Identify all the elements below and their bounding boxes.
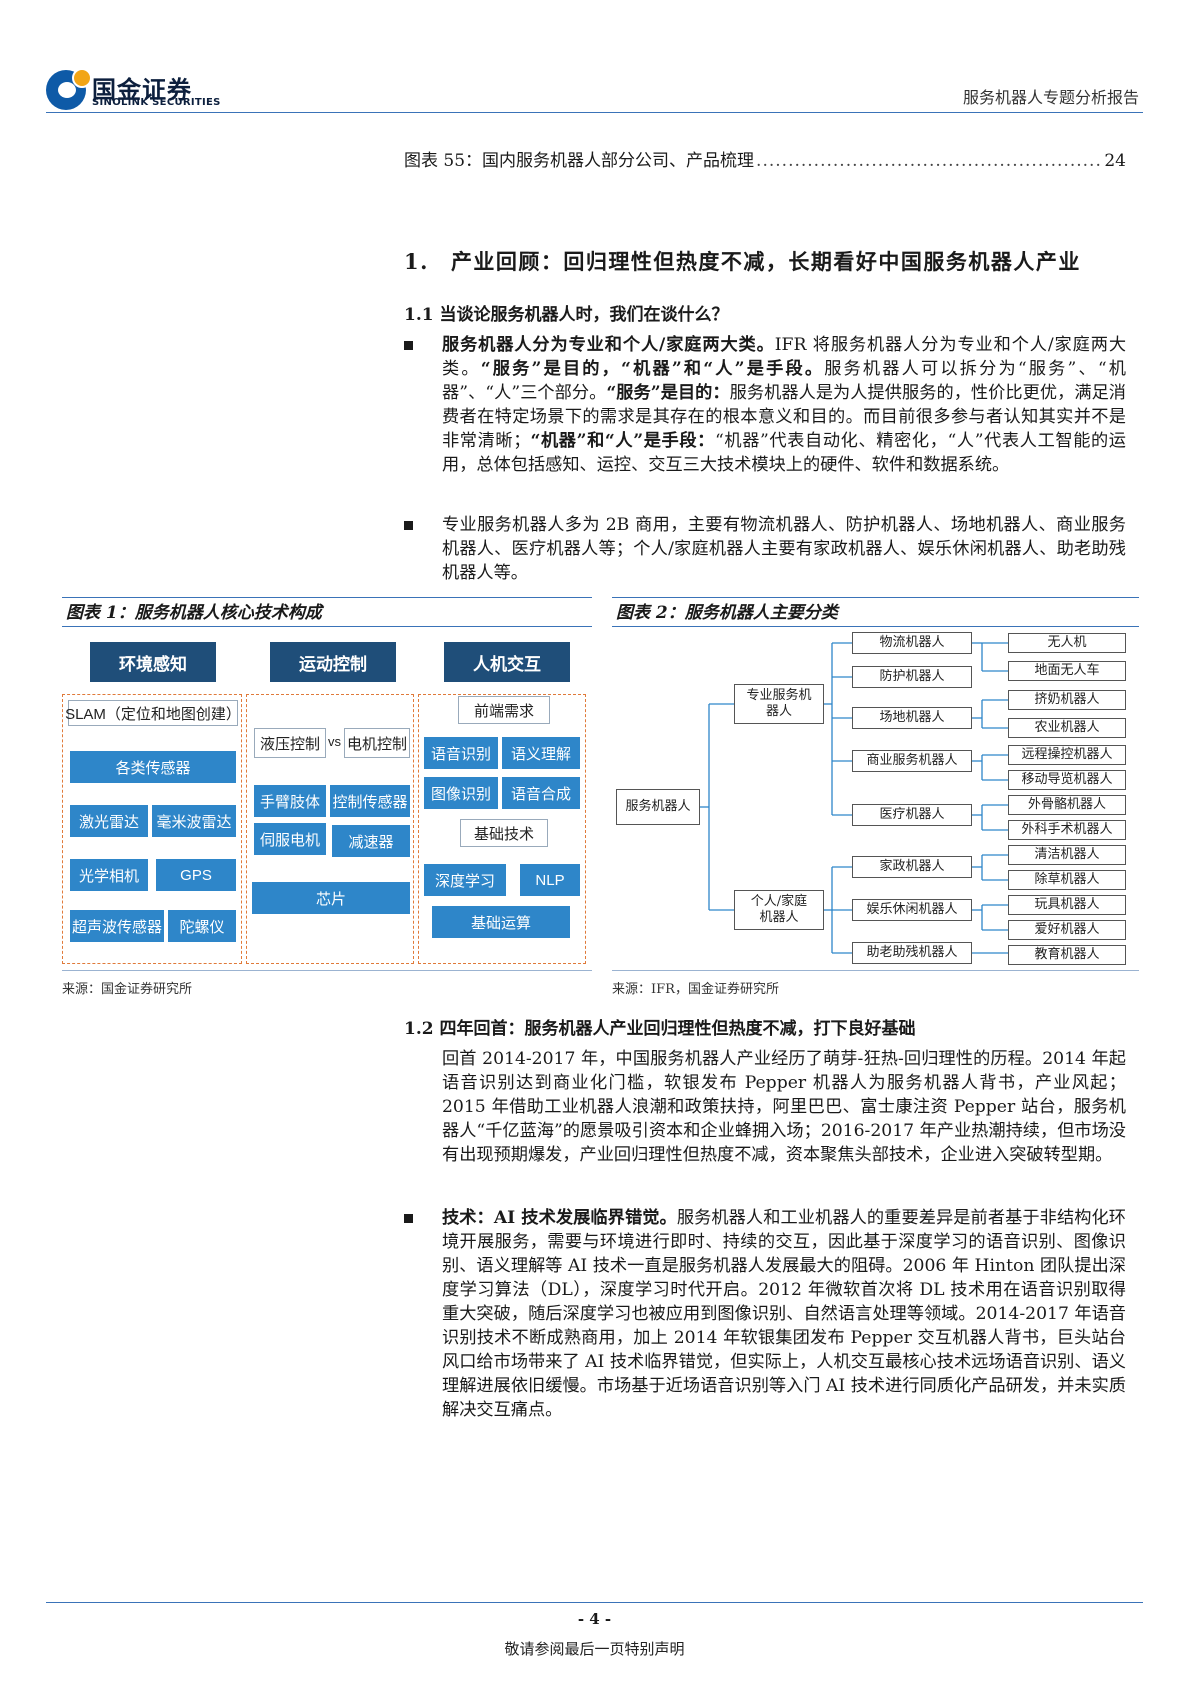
paragraph-review: 回首 2014-2017 年，中国服务机器人产业经历了萌芽-狂热-回归理性的历程…: [442, 1049, 1126, 1165]
fig1-column-motion-control: [246, 694, 414, 964]
fig2-leaf-surgical: 外科手术机器人: [1008, 820, 1126, 840]
bullet-professional-vs-personal: 专业服务机器人多为 2B 商用，主要有物流机器人、防护机器人、场地机器人、商业服…: [404, 513, 1126, 585]
fig1-ultrasonic-sensor: 超声波传感器: [70, 910, 164, 942]
fig2-leaf-mowing: 除草机器人: [1008, 870, 1126, 890]
fig2-leaf-exoskeleton: 外骨骼机器人: [1008, 795, 1126, 815]
fig2-root: 服务机器人: [616, 789, 700, 825]
fig2-connector-lines: [700, 642, 1008, 954]
figure-1-diagram: 环境感知 SLAM（定位和地图创建） 各类传感器 激光雷达 毫米波雷达 光学相机…: [62, 627, 592, 967]
fig1-mmwave-radar: 毫米波雷达: [152, 805, 236, 837]
figure-2-source: 来源：IFR，国金证券研究所: [612, 982, 779, 997]
fig1-deep-learning: 深度学习: [424, 864, 506, 896]
fig2-leaf-ugv: 地面无人车: [1008, 661, 1126, 681]
fig2-leaf-milking: 挤奶机器人: [1008, 690, 1126, 710]
fig2-medical-robot: 医疗机器人: [852, 804, 972, 826]
figure-2-caption: 图表 2：服务机器人主要分类: [612, 597, 1139, 627]
fig1-hydraulic-control: 液压控制: [254, 728, 326, 758]
fig1-frontend-needs: 前端需求: [458, 696, 550, 724]
header-rule: [46, 112, 1143, 113]
figure-2-bottom-rule: [612, 970, 1139, 971]
footer-rule: [46, 1602, 1143, 1603]
toc-entry-title: 图表 55：国内服务机器人部分公司、产品梳理: [404, 151, 755, 171]
fig2-professional: 专业服务机 器人: [734, 684, 824, 724]
fig2-leaf-toy: 玩具机器人: [1008, 895, 1126, 915]
fig1-control-sensor: 控制传感器: [330, 785, 410, 817]
fig2-protection-robot: 防护机器人: [852, 666, 972, 688]
fig2-leaf-agriculture: 农业机器人: [1008, 718, 1126, 738]
bullet-lead: 技术：AI 技术发展临界错觉。: [442, 1208, 677, 1228]
toc-entry-page: 24: [1104, 151, 1126, 171]
fig2-commercial-service-robot: 商业服务机器人: [852, 750, 972, 772]
bullet-square-icon: [404, 1214, 413, 1223]
fig2-leaf-hobby: 爱好机器人: [1008, 920, 1126, 940]
logo-name-en: SINOLINK SECURITIES: [92, 97, 221, 108]
fig1-column-perception: [62, 694, 242, 964]
fig1-gyroscope: 陀螺仪: [168, 910, 236, 942]
figure-2-diagram: 服务机器人 专业服务机 器人 个人/家庭 机器人 物流机器人 防护机器人 场地机…: [612, 627, 1139, 967]
fig1-chip: 芯片: [252, 882, 410, 914]
page-number: - 4 -: [577, 1610, 612, 1628]
fig1-nlp: NLP: [520, 864, 580, 896]
fig1-vs-label: vs: [328, 734, 341, 749]
fig2-domestic-robot: 家政机器人: [852, 856, 972, 878]
fig2-elderly-assist-robot: 助老助残机器人: [852, 942, 972, 964]
fig1-slam: SLAM（定位和地图创建）: [65, 700, 241, 726]
fig2-logistics-robot: 物流机器人: [852, 632, 972, 654]
fig1-sensors: 各类传感器: [70, 751, 236, 783]
fig1-column-hci: [418, 694, 586, 964]
fig1-header-perception: 环境感知: [90, 642, 216, 682]
fig2-field-robot: 场地机器人: [852, 707, 972, 729]
fig1-optical-camera: 光学相机: [70, 859, 148, 891]
bullet-lead: 服务机器人分为专业和个人/家庭两大类。: [442, 335, 775, 355]
fig1-gps: GPS: [156, 859, 236, 891]
bullet-square-icon: [404, 341, 413, 350]
fig1-arm-limb: 手臂肢体: [254, 785, 326, 817]
bullet-text: 技术：AI 技术发展临界错觉。服务机器人和工业机器人的重要差异是前者基于非结构化…: [442, 1208, 1126, 1420]
fig1-motor-control: 电机控制: [344, 728, 410, 758]
section-number: 1.: [404, 249, 429, 274]
fig2-entertainment-robot: 娱乐休闲机器人: [852, 899, 972, 921]
section-title: 产业回顾：回归理性但热度不减，长期看好中国服务机器人产业: [450, 249, 1081, 274]
fig1-reducer: 减速器: [332, 825, 410, 857]
logo-name-cn: 国金证券: [92, 76, 192, 104]
bullet-square-icon: [404, 521, 413, 530]
fig1-basic-tech: 基础技术: [460, 819, 548, 847]
fig1-header-hci: 人机交互: [444, 642, 570, 682]
fig1-lidar: 激光雷达: [70, 805, 148, 837]
fig1-speech-recognition: 语音识别: [424, 737, 498, 769]
fig2-personal: 个人/家庭 机器人: [734, 890, 824, 930]
subsection-1-2-heading: 1.2 四年回首：服务机器人产业回归理性但热度不减，打下良好基础: [404, 1019, 916, 1039]
fig1-image-recognition: 图像识别: [424, 777, 498, 809]
bullet-text: 专业服务机器人多为 2B 商用，主要有物流机器人、防护机器人、场地机器人、商业服…: [442, 515, 1126, 583]
figure-1-caption: 图表 1：服务机器人核心技术构成: [62, 597, 592, 627]
fig2-leaf-telepresence: 远程操控机器人: [1008, 745, 1126, 765]
bullet-ai-tech: 技术：AI 技术发展临界错觉。服务机器人和工业机器人的重要差异是前者基于非结构化…: [404, 1206, 1126, 1446]
figure-1-source: 来源：国金证券研究所: [62, 982, 193, 997]
fig2-leaf-education: 教育机器人: [1008, 945, 1126, 965]
fig1-semantic-understanding: 语义理解: [502, 737, 580, 769]
logo-icon: [46, 68, 92, 110]
bullet-text: 服务机器人分为专业和个人/家庭两大类。IFR 将服务机器人分为专业和个人/家庭两…: [442, 335, 1127, 475]
bullet-service-robot-types: 服务机器人分为专业和个人/家庭两大类。IFR 将服务机器人分为专业和个人/家庭两…: [404, 333, 1126, 501]
fig1-basic-computing: 基础运算: [432, 906, 570, 938]
fig2-leaf-cleaning: 清洁机器人: [1008, 845, 1126, 865]
toc-entry[interactable]: 图表 55：国内服务机器人部分公司、产品梳理 24: [404, 146, 1126, 171]
footer-disclaimer: 敬请参阅最后一页特别声明: [504, 1640, 685, 1658]
fig1-speech-synthesis: 语音合成: [502, 777, 580, 809]
subsection-1-1-heading: 1.1 当谈论服务机器人时，我们在谈什么？: [404, 305, 729, 325]
figure-1-bottom-rule: [62, 970, 592, 971]
fig2-leaf-drone: 无人机: [1008, 633, 1126, 653]
toc-leader-dots: [756, 151, 1102, 171]
fig2-leaf-guide: 移动导览机器人: [1008, 770, 1126, 790]
section-heading: 1. 产业回顾：回归理性但热度不减，长期看好中国服务机器人产业: [404, 246, 1081, 276]
fig1-header-motion-control: 运动控制: [270, 642, 396, 682]
report-title: 服务机器人专题分析报告: [962, 88, 1139, 107]
fig1-servo-motor: 伺服电机: [254, 823, 326, 855]
